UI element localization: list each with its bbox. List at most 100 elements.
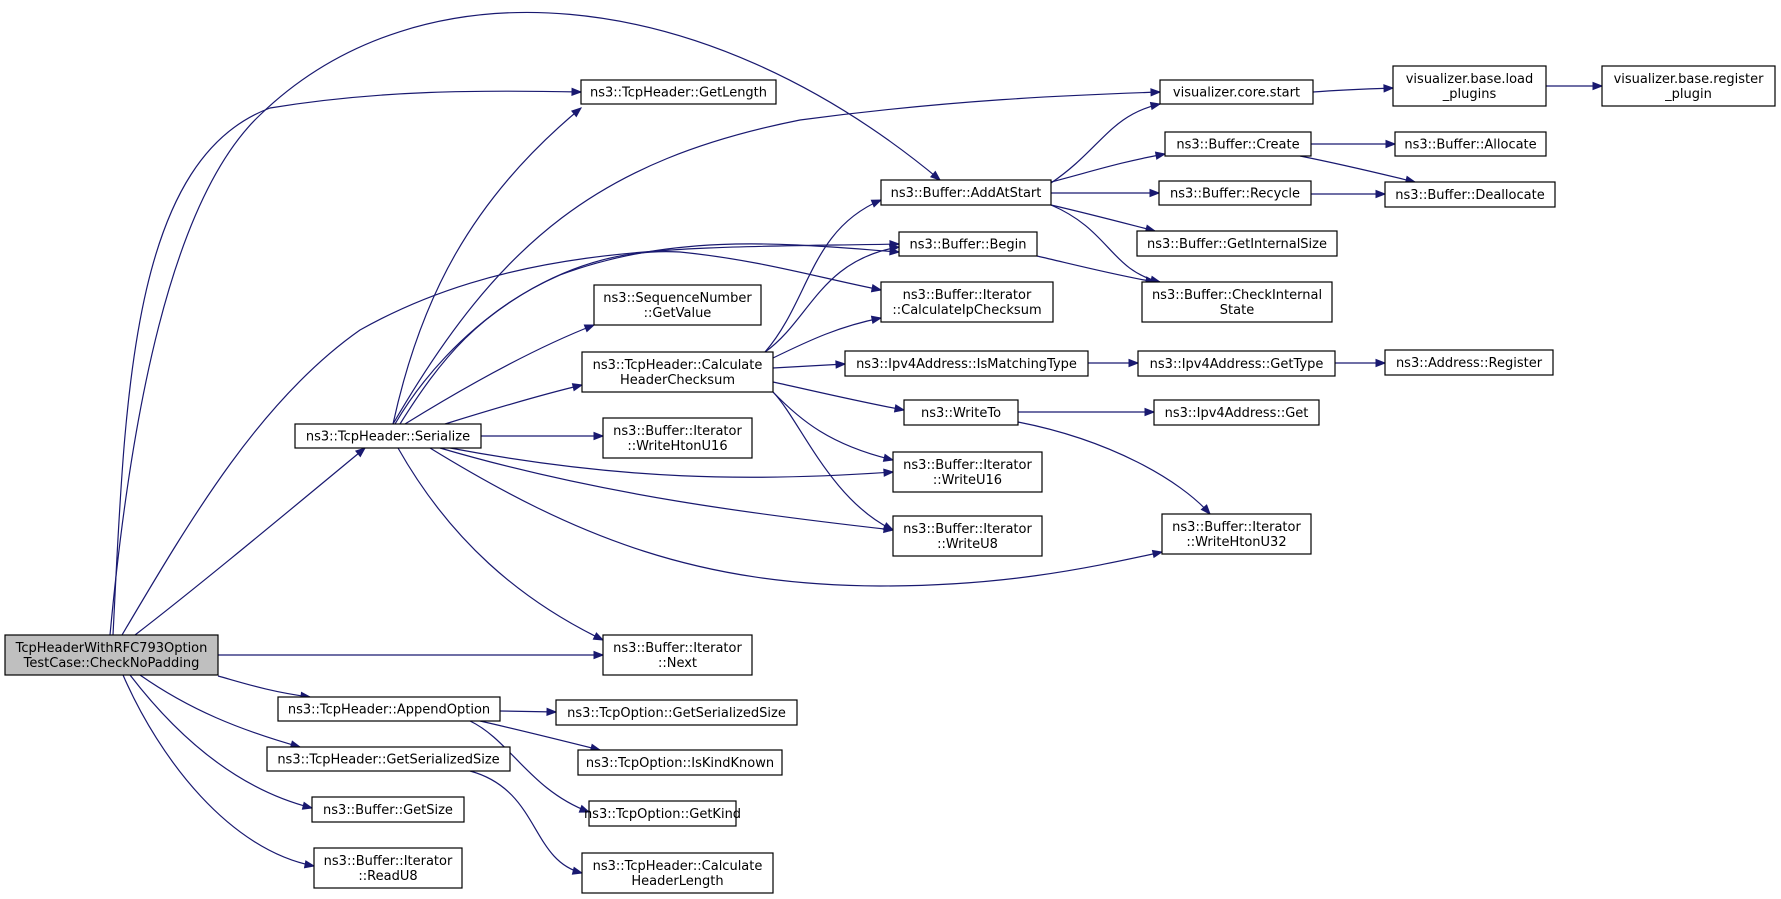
node-label: ::WriteU16 [933,473,1002,488]
arrowhead [870,199,883,208]
arrowhead [835,360,847,369]
edge-serialize-to-calc-header-checksum [444,383,584,425]
edge-buffer-create-to-buffer-allocate [1311,139,1397,149]
node-ipv4-is-matching-type[interactable]: ns3::Ipv4Address::IsMatchingType [844,350,1089,377]
node-iter-write-hton-u16[interactable]: ns3::Buffer::Iterator::WriteHtonU16 [602,417,753,459]
node-box [294,423,482,449]
arrowhead [1385,139,1397,149]
edge-line [392,91,1161,425]
node-label: _plugin [1664,87,1712,102]
node-iter-write-u8[interactable]: ns3::Buffer::Iterator::WriteU8 [892,515,1043,557]
node-label: ::ReadU8 [358,869,417,884]
node-label: ns3::Buffer::Create [1176,138,1299,153]
node-box [1161,513,1312,555]
node-buffer-deallocate[interactable]: ns3::Buffer::Deallocate [1384,181,1556,208]
node-iter-write-u16[interactable]: ns3::Buffer::Iterator::WriteU16 [892,451,1043,493]
edge-serialize-to-iter-write-u8 [439,447,895,534]
edge-write-to-to-iter-write-hton-u32 [1017,421,1211,516]
edge-viz-load-plugins-to-viz-register-plugin [1546,81,1604,91]
node-append-option[interactable]: ns3::TcpHeader::AppendOption [277,696,501,722]
edge-add-at-start-to-viz-start [1050,101,1162,184]
node-label: ns3::TcpHeader::Calculate [593,859,763,874]
node-box [1601,65,1776,107]
node-viz-register-plugin[interactable]: visualizer.base.register_plugin [1601,65,1776,107]
node-box [1164,131,1312,157]
arrowhead [546,707,558,717]
node-address-register[interactable]: ns3::Address::Register [1384,349,1554,376]
node-ipv4-get-type[interactable]: ns3::Ipv4Address::GetType [1137,350,1336,377]
edge-line [394,251,882,425]
edge-calc-header-checksum-to-buffer-begin [764,244,901,353]
node-box [266,746,511,772]
arrowhead [893,404,906,413]
node-box [1384,181,1556,208]
node-box [311,796,465,823]
node-root[interactable]: TcpHeaderWithRFC793OptionTestCase::Check… [4,634,219,676]
node-box [277,696,501,722]
node-option-is-kind-known[interactable]: ns3::TcpOption::IsKindKnown [577,749,783,776]
node-seq-get-value[interactable]: ns3::SequenceNumber::GetValue [593,284,762,326]
node-buffer-create[interactable]: ns3::Buffer::Create [1164,131,1312,157]
node-label: ns3::Buffer::Iterator [1172,520,1301,535]
arrowhead [1150,88,1162,97]
arrowhead [1383,84,1395,93]
node-label: HeaderChecksum [620,373,735,388]
node-buffer-get-size[interactable]: ns3::Buffer::GetSize [311,796,465,823]
node-box [844,350,1089,377]
node-get-serialized-size[interactable]: ns3::TcpHeader::GetSerializedSize [266,746,511,772]
node-box [1136,230,1338,257]
node-label: ns3::Buffer::Allocate [1404,138,1536,153]
node-buffer-allocate[interactable]: ns3::Buffer::Allocate [1394,131,1547,157]
node-label: ns3::TcpOption::GetSerializedSize [567,706,786,721]
node-label: ns3::TcpHeader::GetLength [590,86,767,101]
node-option-get-serialized-size[interactable]: ns3::TcpOption::GetSerializedSize [555,699,798,726]
node-iter-write-hton-u32[interactable]: ns3::Buffer::Iterator::WriteHtonU32 [1161,513,1312,555]
edge-calc-header-checksum-to-write-to [772,381,906,413]
node-label: ns3::Address::Register [1396,356,1543,371]
node-label: ns3::Ipv4Address::Get [1165,406,1309,421]
node-iter-next[interactable]: ns3::Buffer::Iterator::Next [602,634,753,676]
node-iter-read-u8[interactable]: ns3::Buffer::Iterator::ReadU8 [313,847,463,889]
edge-root-to-buffer-get-size [129,674,314,810]
edge-line [429,447,1163,587]
node-box [581,852,774,894]
arrowhead [883,468,895,477]
node-buffer-begin[interactable]: ns3::Buffer::Begin [898,231,1038,257]
node-buffer-recycle[interactable]: ns3::Buffer::Recycle [1158,180,1312,206]
node-label: ns3::Ipv4Address::IsMatchingType [856,357,1077,372]
node-calc-ip-checksum[interactable]: ns3::Buffer::Iterator::CalculateIpChecks… [880,281,1054,323]
edge-line [109,11,941,636]
node-viz-load-plugins[interactable]: visualizer.base.load_plugins [1392,65,1547,107]
node-label: visualizer.core.start [1173,86,1300,101]
edge-line [469,720,590,813]
node-label: ::Next [658,656,697,671]
edge-serialize-to-seq-get-value [404,324,596,425]
node-viz-start[interactable]: visualizer.core.start [1159,79,1314,105]
node-box [577,749,783,776]
node-serialize[interactable]: ns3::TcpHeader::Serialize [294,423,482,449]
arrowhead [882,453,895,462]
node-box [898,231,1038,257]
edge-root-to-serialize [134,447,367,636]
node-add-at-start[interactable]: ns3::Buffer::AddAtStart [880,179,1052,206]
node-buffer-get-internal-size[interactable]: ns3::Buffer::GetInternalSize [1136,230,1338,257]
node-label: visualizer.base.register [1614,72,1765,87]
node-ipv4-get[interactable]: ns3::Ipv4Address::Get [1153,399,1320,426]
edge-line [1050,204,1156,232]
edge-serialize-to-buffer-begin [399,243,901,425]
edge-append-option-to-option-get-kind [469,720,591,813]
node-option-get-kind[interactable]: ns3::TcpOption::GetKind [584,800,741,827]
node-box [1153,399,1320,426]
node-label: ns3::Buffer::Recycle [1170,187,1300,202]
node-box [1384,349,1554,376]
arrowhead [1144,407,1156,417]
edge-viz-start-to-viz-load-plugins [1312,84,1395,93]
edge-line [397,447,604,641]
node-get-length[interactable]: ns3::TcpHeader::GetLength [580,79,777,105]
node-label: ns3::TcpHeader::Serialize [306,430,470,445]
node-box [593,284,762,326]
node-write-to[interactable]: ns3::WriteTo [903,399,1019,426]
